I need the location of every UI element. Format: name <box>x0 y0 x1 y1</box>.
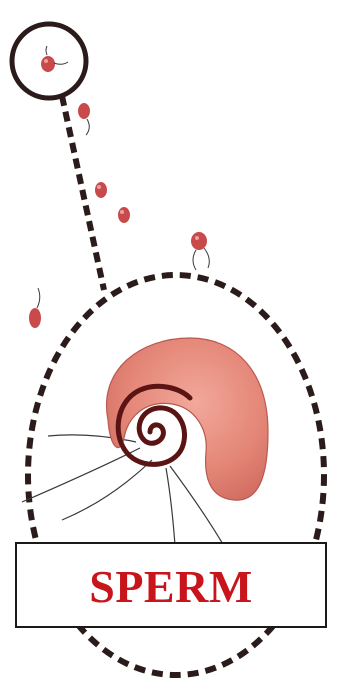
small-sperm-cell <box>29 288 41 328</box>
small-sperm-cell <box>191 232 209 270</box>
sperm-label-box: SPERM <box>15 542 327 628</box>
sperm-head <box>107 338 268 500</box>
small-sperm-cell <box>78 103 90 135</box>
sperm-label: SPERM <box>89 564 253 610</box>
small-sperm-cell <box>95 182 107 198</box>
small-sperm-cell <box>118 207 130 223</box>
small-sperm-cell-in-circle <box>41 46 68 72</box>
